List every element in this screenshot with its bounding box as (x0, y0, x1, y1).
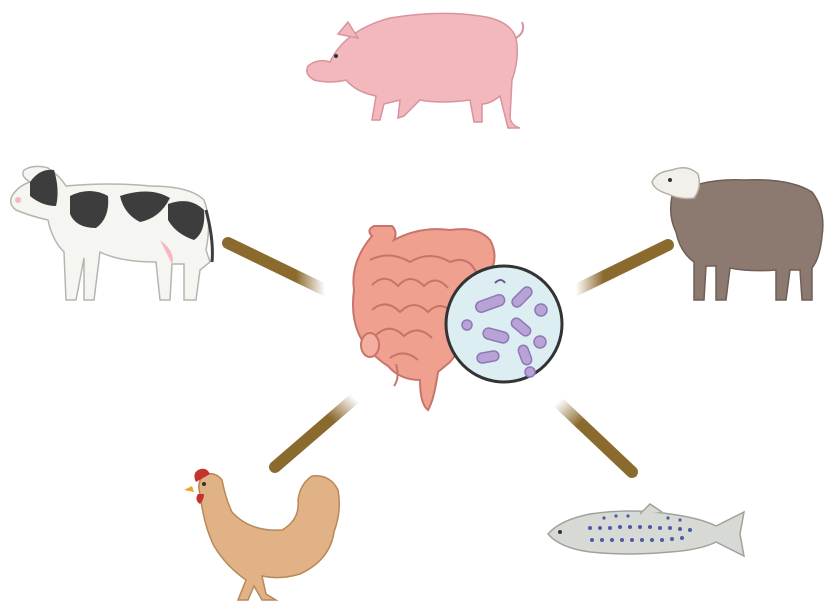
connector-zebrafish (558, 402, 632, 472)
connector-sheep (576, 245, 668, 290)
connector-chicken (275, 398, 355, 467)
connector-cow (228, 243, 325, 290)
pig-icon (307, 13, 523, 128)
sheep-icon (652, 168, 823, 300)
zebrafish-icon (548, 504, 744, 556)
cow-icon (11, 166, 213, 300)
microbe-magnifier-icon (446, 266, 562, 382)
chicken-icon (184, 469, 339, 600)
